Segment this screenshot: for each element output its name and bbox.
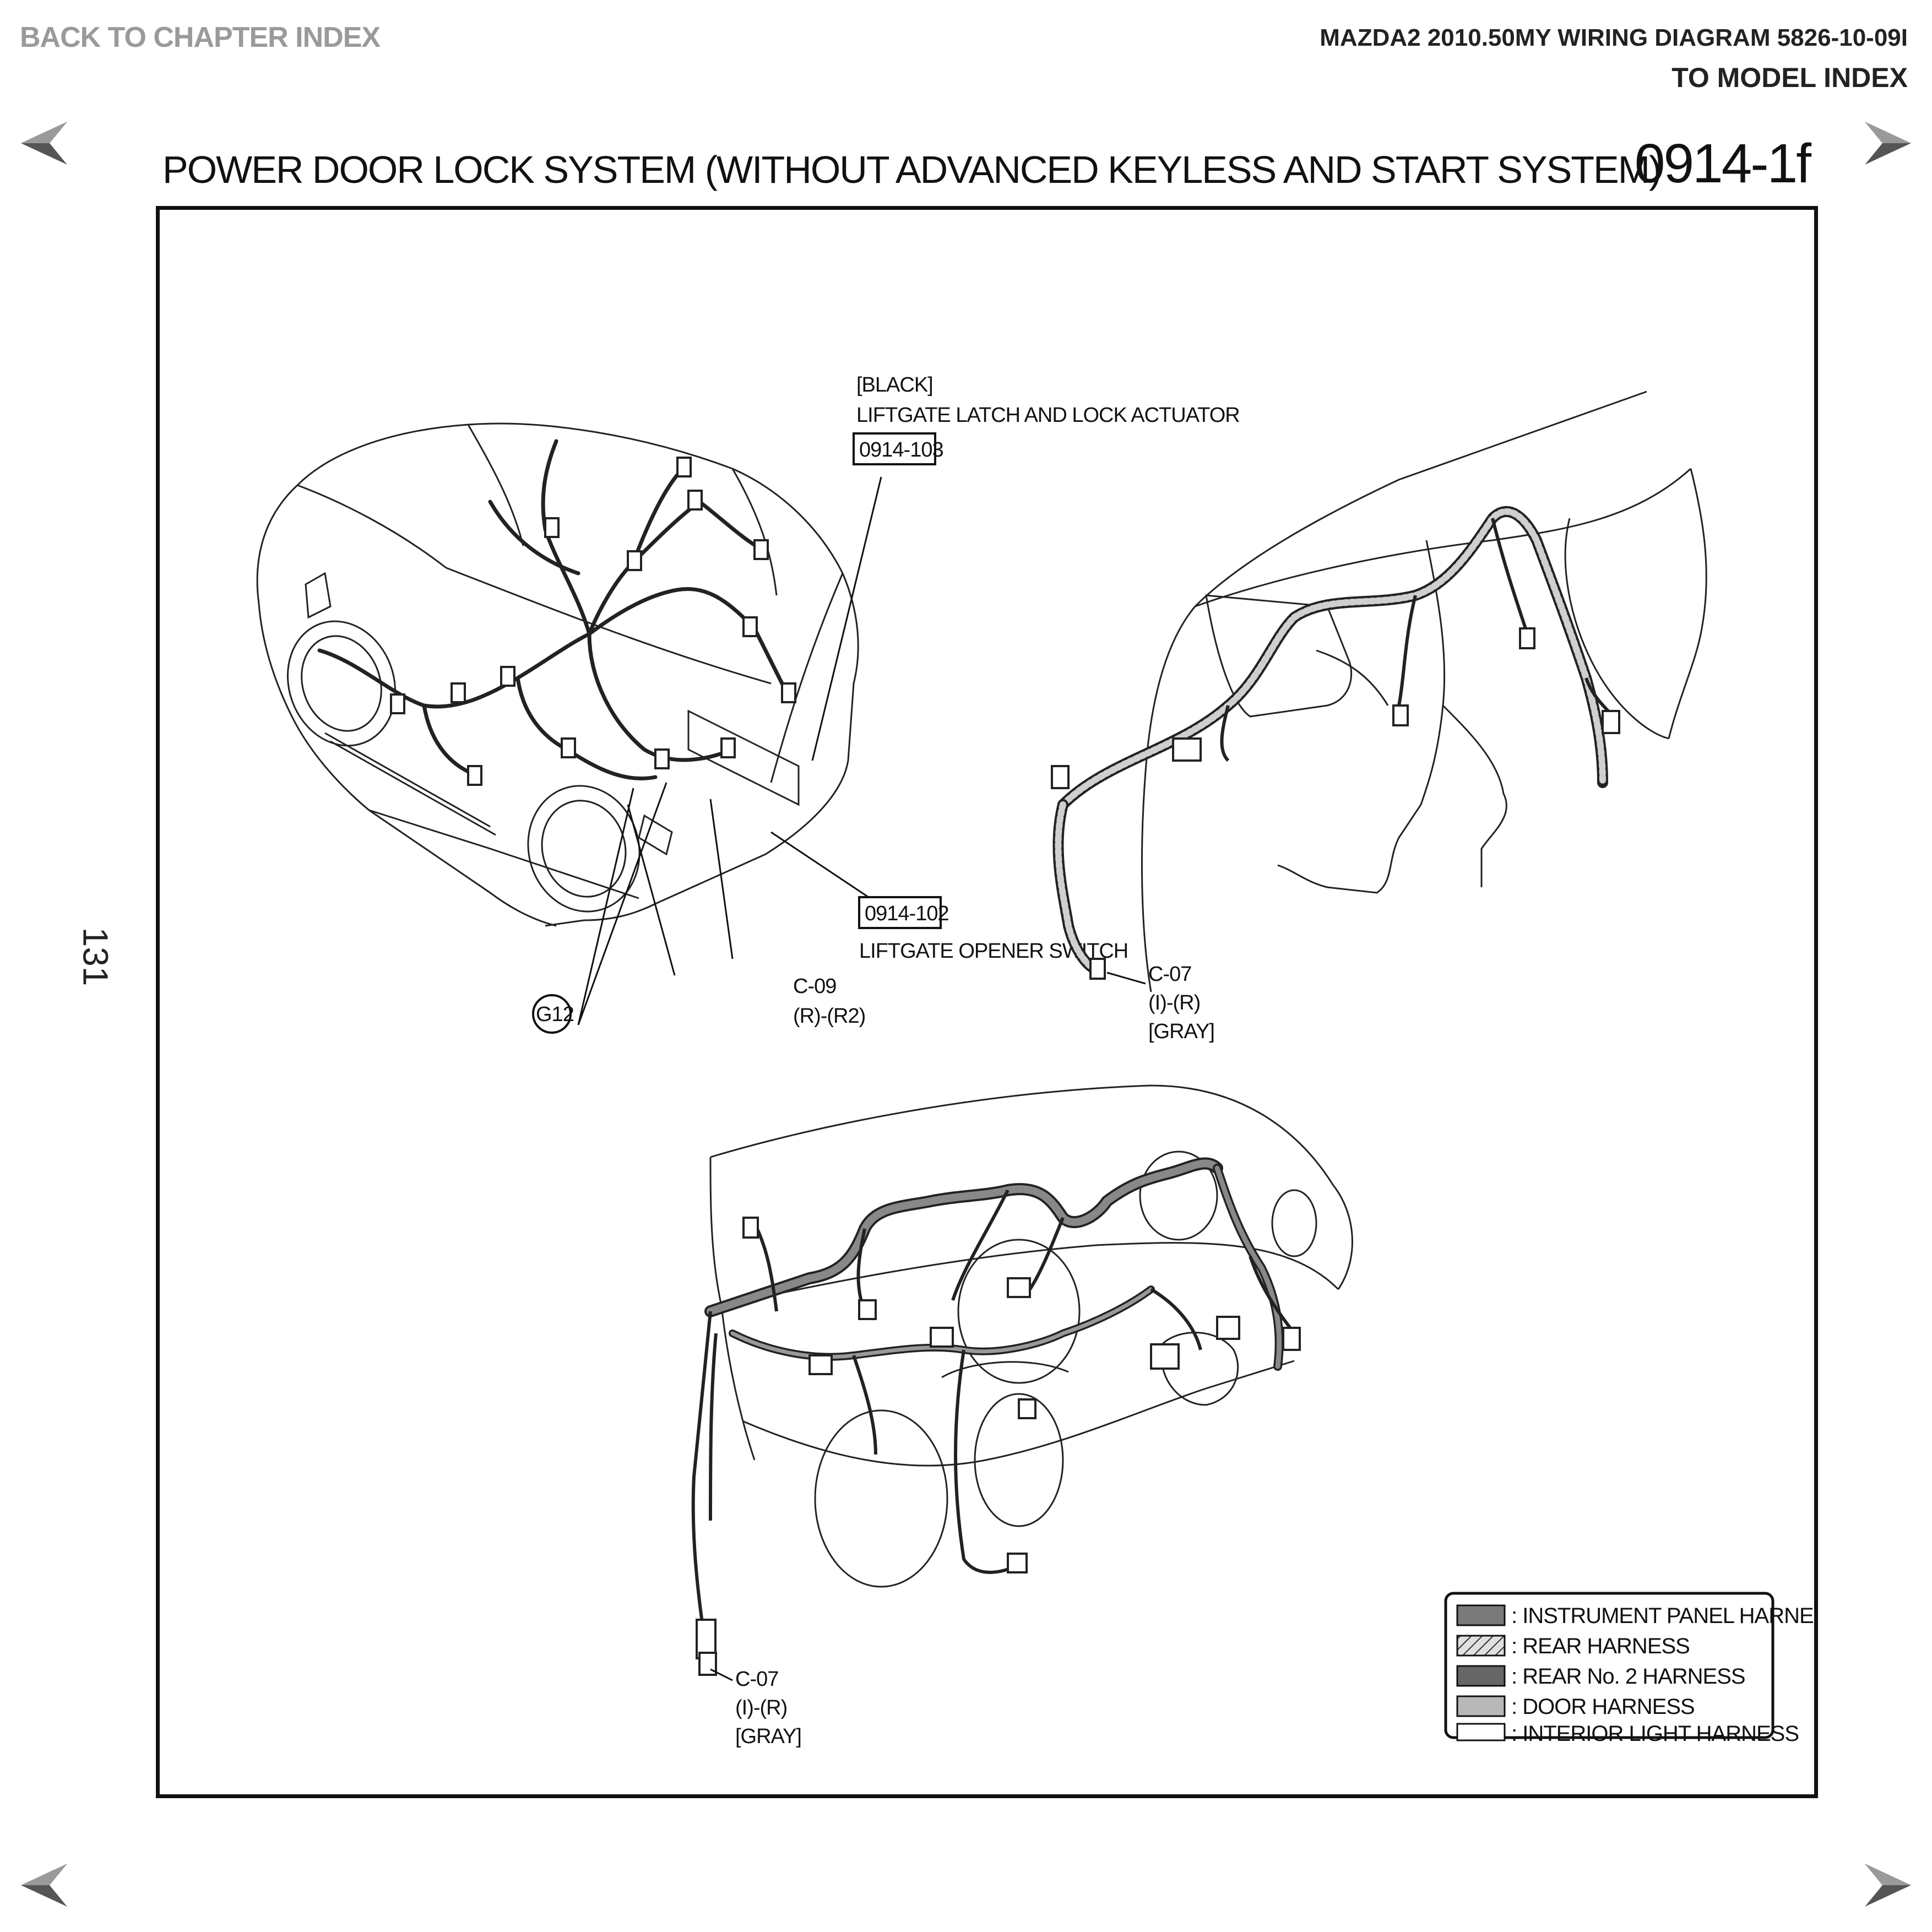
rear-harness-wiring (317, 439, 790, 780)
legend-label-instrument-panel: : INSTRUMENT PANEL HARNESS (1511, 1604, 1814, 1628)
rear-interior-connectors (1051, 627, 1620, 980)
harness-legend: : INSTRUMENT PANEL HARNESS : REAR HARNES… (1444, 1592, 1842, 1739)
c07-top-name-label: C-07 (1148, 963, 1191, 986)
liftgate-actuator-name-label: LIFTGATE LATCH AND LOCK ACTUATOR (856, 404, 1240, 427)
c07-bottom-pins-label: (I)-(R) (735, 1696, 787, 1719)
diagram-code: 0914-1f (1634, 133, 1811, 194)
previous-page-arrow-icon[interactable] (17, 118, 72, 168)
vehicle-body-illustration (256, 422, 859, 927)
legend-swatch-instrument-panel (1456, 1604, 1506, 1626)
page-title: POWER DOOR LOCK SYSTEM (WITHOUT ADVANCED… (162, 148, 1662, 191)
next-page-bottom-arrow-icon[interactable] (1860, 1860, 1915, 1910)
diagram-frame: [BLACK] LIFTGATE LATCH AND LOCK ACTUATOR… (156, 206, 1842, 1798)
ground-g12-label: G12 (536, 1003, 574, 1026)
legend-label-door: : DOOR HARNESS (1511, 1695, 1695, 1719)
instrument-panel-harness (704, 1157, 1284, 1371)
liftgate-switch-code: 0914-102 (865, 902, 949, 925)
legend-label-rear: : REAR HARNESS (1511, 1634, 1690, 1658)
legend-box (1444, 1592, 1774, 1739)
liftgate-actuator-color-label: [BLACK] (856, 373, 933, 397)
previous-page-bottom-arrow-icon[interactable] (17, 1860, 72, 1910)
legend-label-interior-light: : INTERIOR LIGHT HARNESS (1511, 1722, 1799, 1746)
instrument-panel-illustration (709, 1084, 1353, 1588)
callout-leader-lines (577, 476, 882, 1025)
legend-label-rear-no2: : REAR No. 2 HARNESS (1511, 1664, 1745, 1689)
document-reference: MAZDA2 2010.50MY WIRING DIAGRAM 5826-10-… (1320, 24, 1908, 51)
liftgate-switch-code-box (858, 896, 942, 929)
back-to-chapter-index-link[interactable]: BACK TO CHAPTER INDEX (20, 21, 381, 53)
instrument-panel-branches (691, 1189, 1296, 1642)
c09-pins-label: (R)-(R2) (793, 1005, 865, 1028)
to-model-index-link[interactable]: TO MODEL INDEX (1671, 62, 1908, 93)
next-page-arrow-icon[interactable] (1860, 118, 1915, 168)
c07-bottom-leader-line (710, 1668, 733, 1681)
legend-swatch-door (1456, 1695, 1506, 1717)
ground-g12-circle (532, 994, 572, 1034)
liftgate-actuator-code: 0914-103 (859, 438, 943, 462)
instrument-panel-connectors (696, 1217, 1301, 1676)
rear-harness-hatched (1052, 506, 1608, 975)
page-number: 131 (75, 927, 116, 986)
liftgate-actuator-code-box (853, 432, 936, 465)
rear-interior-illustration (1141, 390, 1707, 992)
legend-swatch-interior-light (1456, 1723, 1506, 1741)
c07-top-pins-label: (I)-(R) (1148, 991, 1200, 1014)
c09-name-label: C-09 (793, 975, 836, 998)
vehicle-connectors (390, 457, 796, 786)
c07-top-color-label: [GRAY] (1148, 1020, 1214, 1043)
legend-swatch-rear-no2 (1456, 1665, 1506, 1687)
wiring-diagram: [BLACK] LIFTGATE LATCH AND LOCK ACTUATOR… (256, 373, 1842, 1748)
c07-bottom-name-label: C-07 (735, 1668, 778, 1691)
c07-bottom-color-label: [GRAY] (735, 1725, 801, 1748)
legend-swatch-rear (1456, 1635, 1506, 1657)
c07-top-leader-line (1106, 972, 1146, 985)
